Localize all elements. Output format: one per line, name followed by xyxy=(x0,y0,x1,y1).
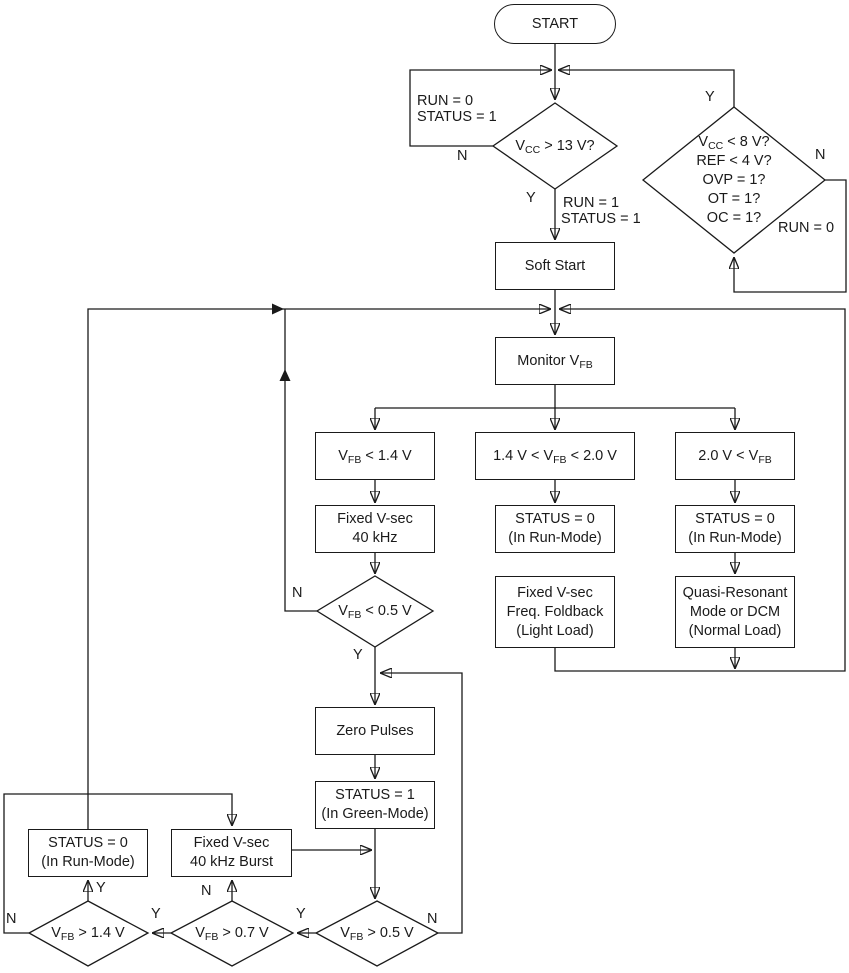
freq-foldback-box: Fixed V-sec Freq. Foldback (Light Load) xyxy=(495,576,615,648)
fixed-vsec-40khz-box: Fixed V-sec 40 kHz xyxy=(315,505,435,553)
fault-y-label: Y xyxy=(705,89,715,105)
vfb-above-2v0-box: 2.0 V < VFB xyxy=(675,432,795,480)
start-status1-label: STATUS = 1 xyxy=(561,211,641,227)
soft-start-box: Soft Start xyxy=(495,242,615,290)
decision-vcc13-shape xyxy=(491,102,619,190)
fault-n-label: N xyxy=(815,147,826,163)
decision-vfb-gt-1v4-shape xyxy=(27,900,150,967)
edge-b14-n-loop xyxy=(3,793,232,934)
start-run1-label: RUN = 1 xyxy=(563,195,620,211)
status0-run-left-box: STATUS = 0 (In Run-Mode) xyxy=(28,829,148,877)
vfb-below-1v4-box: VFB < 1.4 V xyxy=(315,432,435,480)
edge-left-return-loop xyxy=(87,309,551,829)
quasi-resonant-box: Quasi-Resonant Mode or DCM (Normal Load) xyxy=(675,576,795,648)
monitor-vfb-box: Monitor VFB xyxy=(495,337,615,385)
status0-run-mid-box: STATUS = 0 (In Run-Mode) xyxy=(495,505,615,553)
wait-run0-label: RUN = 0 xyxy=(417,93,474,109)
vfb05-n-label: N xyxy=(292,585,303,601)
edge-fault-n-loop xyxy=(734,179,847,293)
decision-vfb-gt-0v5-shape xyxy=(314,900,440,967)
edge-right-return-loop xyxy=(554,309,846,672)
burst-40khz-box: Fixed V-sec 40 kHz Burst xyxy=(171,829,292,877)
b07-y-label: Y xyxy=(151,906,161,922)
b05-n-label: N xyxy=(427,911,438,927)
b14-y-label: Y xyxy=(96,880,106,896)
edge-vcc13-n-loop xyxy=(409,70,552,147)
zero-pulses-box: Zero Pulses xyxy=(315,707,435,755)
status0-run-right-box: STATUS = 0 (In Run-Mode) xyxy=(675,505,795,553)
vcc13-n-label: N xyxy=(457,148,468,164)
start-label: START xyxy=(531,15,579,32)
decision-vfb-lt-0v5-shape xyxy=(315,575,435,648)
wait-status1-label: STATUS = 1 xyxy=(417,109,497,125)
fault-run0-label: RUN = 0 xyxy=(778,220,835,236)
decision-vfb-gt-0v7-shape xyxy=(169,900,295,967)
vfb-1v4-to-2v0-box: 1.4 V < VFB < 2.0 V xyxy=(475,432,635,480)
start-terminator: START xyxy=(494,4,616,44)
b14-n-label: N xyxy=(6,911,17,927)
vfb05-y-label: Y xyxy=(353,647,363,663)
mid-arrow-up-icon xyxy=(279,369,291,381)
mid-arrow-right-icon xyxy=(272,303,284,315)
decision-fault-shape xyxy=(641,106,827,254)
edge-b05-n-loop xyxy=(380,673,463,934)
status1-green-box: STATUS = 1 (In Green-Mode) xyxy=(315,781,435,829)
b07-n-label: N xyxy=(201,883,212,899)
b05-y-label: Y xyxy=(296,906,306,922)
edge-vfb05-n-loop xyxy=(284,309,317,612)
vcc13-y-label: Y xyxy=(526,190,536,206)
edge-fault-y-to-junction xyxy=(558,70,735,107)
